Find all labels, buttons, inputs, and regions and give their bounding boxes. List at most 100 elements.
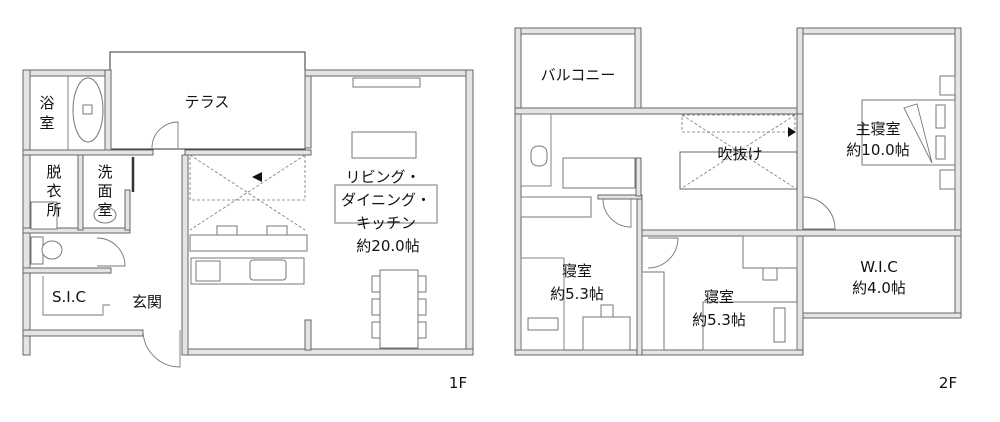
room-label-master-bedroom-area: 約10.0帖 [846, 141, 909, 159]
stool [216, 225, 238, 236]
wall [22, 69, 31, 356]
room-label-sic: S.I.C [52, 288, 86, 306]
terrace-door[interactable] [151, 121, 179, 149]
closet [641, 271, 665, 351]
kitchen-counter [189, 234, 308, 252]
room-label-bedroom2-area: 約5.3帖 [692, 311, 746, 329]
wall [22, 335, 31, 356]
pillow [935, 104, 946, 129]
chair [600, 304, 614, 318]
void-area [679, 151, 798, 190]
wall [22, 267, 112, 274]
stair-arrow-icon [252, 172, 262, 182]
entrance-door[interactable] [142, 329, 181, 368]
master-door[interactable] [802, 196, 836, 230]
wall [124, 189, 131, 231]
toilet-door[interactable] [96, 237, 126, 267]
bedroom1-door[interactable] [602, 198, 632, 228]
wall [22, 329, 144, 337]
room-label-wic-area: 約4.0帖 [852, 279, 906, 297]
stool [266, 225, 288, 236]
wall [635, 157, 642, 197]
bedroom2-door[interactable] [647, 237, 679, 269]
room-label-void: 吹抜け [717, 145, 762, 163]
room-label-dressing: 所 [46, 201, 61, 219]
chair [371, 275, 381, 293]
washing-machine [30, 201, 58, 230]
chair [417, 298, 427, 316]
void-cross [189, 154, 306, 231]
wall [184, 149, 312, 156]
toilet-room [520, 113, 552, 187]
wall [304, 69, 473, 77]
room-label-ldk: リビング・ [345, 168, 420, 186]
void-cross [189, 154, 306, 231]
drain-icon [82, 104, 93, 115]
chair [417, 321, 427, 339]
room-label-balcony: バルコニー [541, 66, 616, 84]
nightstand [939, 75, 956, 96]
storage [520, 196, 592, 218]
living-table [351, 131, 417, 159]
stove-icon [195, 260, 221, 282]
wall [304, 75, 312, 149]
stair-arrow-icon [788, 127, 796, 137]
room-label-wic: W.I.C [860, 258, 898, 276]
room-label-ldk: キッチン [356, 214, 416, 232]
tv-board [352, 77, 421, 88]
desk [742, 235, 798, 269]
chair [371, 298, 381, 316]
terrace-area [109, 51, 306, 150]
sic-shelf [42, 276, 110, 316]
sofa [334, 184, 438, 224]
wall [184, 348, 474, 356]
room-label-entrance: 玄関 [132, 293, 162, 311]
floor-label-1f: 1F [449, 374, 467, 392]
stairs [681, 114, 796, 133]
wall [634, 27, 642, 111]
room-label-master-bedroom: 主寝室 [855, 120, 900, 138]
void-cross [681, 114, 796, 189]
wall [514, 27, 522, 356]
wall [465, 69, 474, 356]
room-label-washroom: 室 [97, 201, 112, 219]
wall [304, 319, 312, 351]
wall [796, 27, 804, 115]
wall [104, 69, 112, 156]
room-label-ldk-area: 約20.0帖 [356, 237, 419, 255]
wall [514, 349, 804, 356]
room-label-washroom: 洗 [97, 163, 112, 181]
room-label-terrace: テラス [185, 93, 230, 111]
room-label-bath: 浴 [39, 94, 54, 112]
sink-icon [249, 259, 287, 281]
stairs [189, 154, 306, 201]
wall [22, 149, 154, 156]
wall [636, 229, 962, 237]
dining-table [379, 269, 419, 349]
wall [796, 312, 962, 319]
wall [796, 27, 962, 35]
pillow [773, 307, 786, 343]
floor-label-2f: 2F [939, 374, 957, 392]
pillow [527, 317, 559, 331]
bed [520, 257, 565, 351]
toilet-bowl [41, 240, 63, 260]
room-label-bedroom2: 寝室 [704, 288, 734, 306]
chair [371, 321, 381, 339]
floor-2-plan: バルコニー 吹抜け 主寝室 約10.0帖 W.I.C 約4.0帖 寝室 約5.3… [514, 27, 962, 392]
pillow [935, 135, 946, 160]
wall [597, 194, 643, 200]
room-label-bath: 室 [39, 114, 54, 132]
wall [77, 154, 84, 231]
nightstand [939, 169, 956, 190]
room-label-dressing: 脱 [46, 163, 61, 181]
floor-1-plan: 浴 室 テラス 脱 衣 所 洗 面 室 リビング・ ダイニング・ キッチン 約2… [22, 51, 474, 392]
wall [22, 69, 111, 77]
room-label-dressing: 衣 [46, 182, 61, 200]
wall [954, 27, 962, 319]
wash-basin [93, 206, 117, 224]
counter [562, 157, 636, 189]
bed-cover [903, 103, 933, 164]
wall [181, 154, 189, 356]
